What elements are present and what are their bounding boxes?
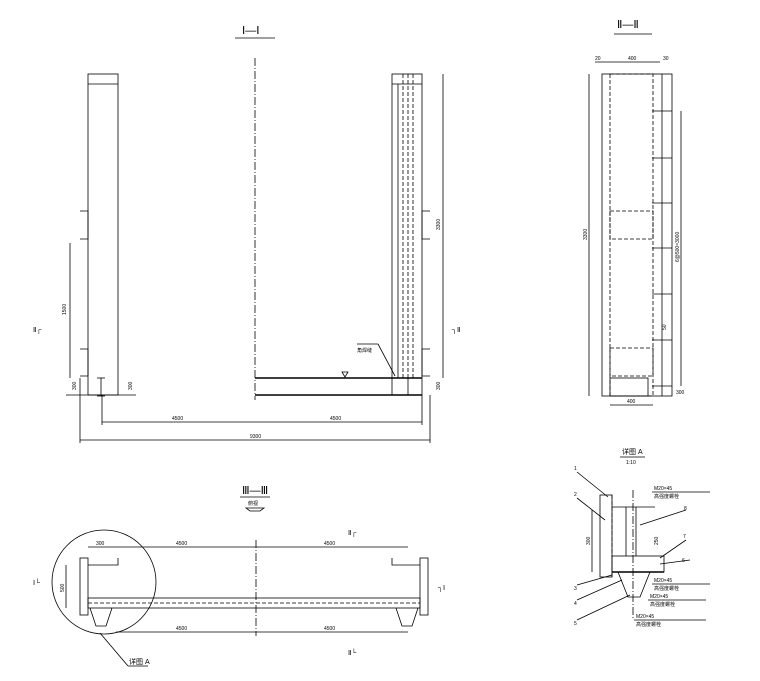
section-1-title: Ⅰ—Ⅰ [242, 25, 260, 37]
section-marker-left: Ⅰ└ [33, 578, 40, 587]
note: 高强度螺栓 [636, 621, 661, 628]
callout-7: 7 [683, 534, 686, 540]
section-3-title: Ⅲ—Ⅲ [242, 485, 268, 497]
detail-a-callout-circle [51, 529, 157, 635]
left-column [87, 73, 119, 396]
detail-a-title: 详图 A [622, 447, 643, 456]
section-2-2-elevation: Ⅱ—Ⅱ 3300 6@500=3000 50 300 20 400 30 400 [583, 19, 685, 406]
callout-8: 8 [684, 506, 687, 512]
section-1-1-elevation: Ⅰ—Ⅰ 角焊缝 1500 300 300 300 3 [33, 25, 460, 443]
dim-top-mid: 4500 [176, 541, 187, 547]
dim-top-left: 300 [96, 541, 105, 547]
note: M20×45 [636, 614, 654, 620]
dim-right-height: 3300 [436, 219, 442, 230]
dim-left-height: 500 [60, 583, 66, 592]
dim-left-height: 1500 [62, 304, 68, 315]
section-2-title: Ⅱ—Ⅱ [617, 19, 639, 31]
dim-base-right: 300 [436, 381, 442, 390]
right-column [391, 73, 423, 396]
detail-a-scale: 1:10 [626, 460, 636, 466]
dim-right: 250 [654, 536, 660, 545]
weld-note: 角焊缝 [357, 347, 372, 354]
dim-top-left: 20 [595, 56, 601, 62]
dim-base: 300 [676, 390, 685, 396]
note: M20×45 [654, 486, 672, 492]
view-arrow-icon [244, 507, 266, 512]
dim-bottom: 400 [627, 399, 636, 405]
dim-overall: 9300 [250, 434, 261, 440]
callout-1: 1 [574, 466, 577, 472]
dim-height: 3300 [583, 229, 589, 240]
dim-top-right: 4500 [324, 541, 335, 547]
section-marker-top: Ⅱ┌ [348, 530, 356, 537]
dim-span-right: 4500 [330, 416, 341, 422]
dim-base-mid: 300 [128, 381, 134, 390]
section-3-3-plan: Ⅲ—Ⅲ 俯视 详图 A 300 4500 4500 500 4500 4500 … [33, 485, 445, 667]
detail-ref-label: 详图 A [129, 657, 150, 666]
dim-base-left: 300 [72, 381, 78, 390]
dim-bot-left: 4500 [176, 626, 187, 632]
note: 高强度螺栓 [650, 601, 675, 608]
callout-2: 2 [574, 492, 577, 498]
note: 高强度螺栓 [654, 493, 679, 500]
callout-6: 6 [682, 558, 685, 564]
dim-top-mid: 400 [628, 56, 637, 62]
note: M20×45 [654, 578, 672, 584]
dim-small: 50 [662, 324, 668, 330]
dim-span-left: 4500 [172, 416, 183, 422]
section-marker-left: Ⅱ┌ [33, 327, 41, 334]
section-marker-bottom: Ⅱ└ [348, 648, 356, 657]
note: M20×45 [650, 594, 668, 600]
section-marker-right: ┐Ⅱ [451, 327, 460, 334]
dim-spacing: 6@500=3000 [675, 232, 681, 262]
callout-3: 3 [574, 586, 577, 592]
note: 高强度螺栓 [654, 585, 679, 592]
dim-left: 300 [586, 536, 592, 545]
callout-4: 4 [574, 601, 577, 607]
section-marker-right: ┐Ⅰ [437, 585, 445, 592]
view-direction-label: 俯视 [248, 500, 258, 507]
callout-5: 5 [574, 621, 577, 627]
detail-a: 详图 A 1:10 1 2 3 4 5 6 7 8 M20×45 高强度螺栓 M… [574, 447, 710, 628]
dim-top-right: 30 [663, 56, 669, 62]
dim-bot-right: 4500 [324, 626, 335, 632]
